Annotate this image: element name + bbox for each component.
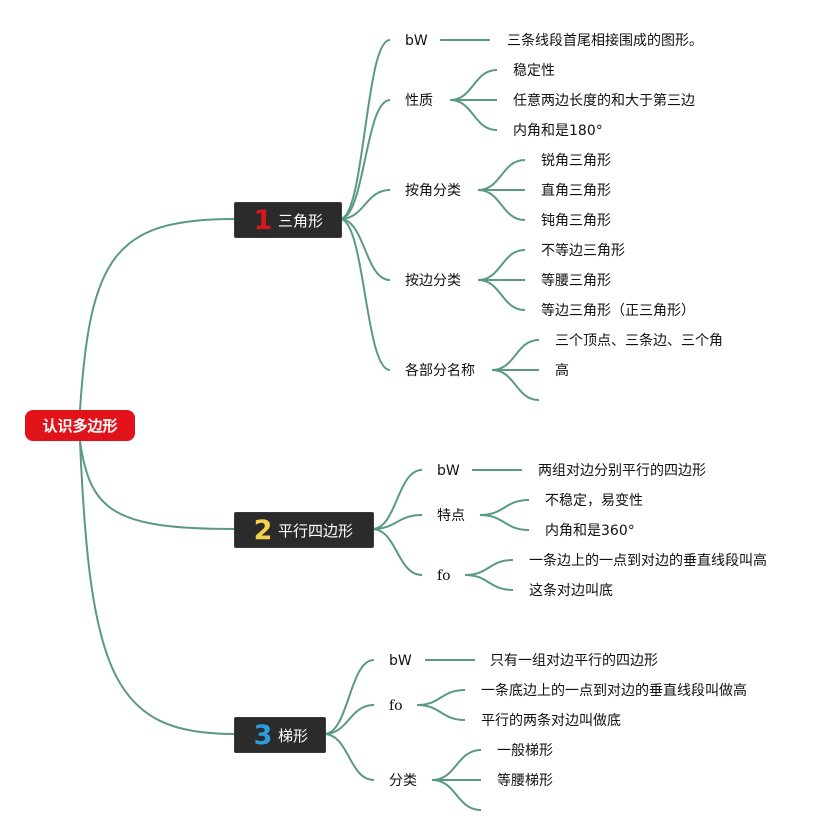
connector: [339, 218, 391, 371]
connector: [479, 514, 530, 531]
sub-label[interactable]: fo: [389, 698, 403, 714]
branch-node-triangle[interactable]: 1 三角形: [234, 202, 342, 238]
sub-label[interactable]: 按角分类: [405, 183, 461, 199]
branch-node-parallelogram[interactable]: 2 平行四边形: [234, 512, 374, 548]
sub-label[interactable]: bW: [437, 463, 460, 479]
connector: [477, 189, 526, 221]
leaf-item[interactable]: 锐角三角形: [541, 153, 611, 169]
leaf-item[interactable]: 三条线段首尾相接围成的图形。: [507, 33, 703, 49]
connector: [416, 689, 466, 706]
branch-title: 梯形: [278, 726, 309, 745]
number-badge: 2: [253, 514, 273, 546]
connector: [323, 704, 375, 735]
leaf-item[interactable]: 不稳定，易变性: [545, 493, 643, 509]
connector: [477, 279, 526, 311]
leaf-item[interactable]: 任意两边长度的和大于第三边: [513, 93, 695, 109]
leaf-item[interactable]: 内角和是360°: [545, 523, 635, 539]
leaf-item[interactable]: 等腰三角形: [541, 273, 611, 289]
leaf-item[interactable]: 一条边上的一点到对边的垂直线段叫高: [529, 553, 767, 569]
sub-label[interactable]: 按边分类: [405, 273, 461, 289]
connector: [339, 99, 391, 220]
sub-label[interactable]: fo: [437, 568, 451, 584]
connector: [464, 574, 514, 591]
connector: [449, 99, 498, 131]
leaf-item[interactable]: 不等边三角形: [541, 243, 625, 259]
connector: [371, 514, 423, 530]
leaf-item[interactable]: 一般梯形: [497, 743, 553, 759]
connector: [371, 469, 423, 530]
branch-title: 平行四边形: [278, 521, 354, 540]
connector: [371, 528, 423, 576]
leaf-item[interactable]: 稳定性: [513, 63, 555, 79]
connector: [479, 499, 530, 516]
connector: [416, 704, 466, 721]
connector: [339, 189, 391, 220]
leaf-item[interactable]: 平行的两条对边叫做底: [481, 713, 621, 729]
leaf-item[interactable]: 直角三角形: [541, 183, 611, 199]
leaf-item[interactable]: 等腰梯形: [497, 773, 553, 789]
connector: [491, 339, 540, 371]
sub-label[interactable]: bW: [405, 33, 428, 49]
leaf-item[interactable]: 三个顶点、三条边、三个角: [555, 333, 723, 349]
connector: [323, 733, 375, 781]
connector: [449, 69, 498, 101]
leaf-item[interactable]: 一条底边上的一点到对边的垂直线段叫做高: [481, 683, 747, 699]
leaf-item[interactable]: 只有一组对边平行的四边形: [490, 653, 658, 669]
connector: [79, 440, 235, 530]
branch-node-trapezoid[interactable]: 3 梯形: [234, 717, 326, 753]
connector: [79, 440, 235, 735]
sub-label[interactable]: 分类: [389, 773, 417, 789]
number-badge: 3: [253, 719, 273, 751]
connector: [79, 218, 235, 411]
sub-label[interactable]: bW: [389, 653, 412, 669]
number-badge: 1: [253, 204, 273, 236]
connector: [431, 779, 482, 811]
connector: [477, 159, 526, 191]
leaf-item[interactable]: 高: [555, 363, 569, 379]
root-node[interactable]: 认识多边形: [25, 410, 135, 441]
sub-label[interactable]: 特点: [437, 508, 465, 524]
connector: [323, 659, 375, 735]
connector: [339, 218, 391, 281]
branch-title: 三角形: [278, 211, 324, 230]
leaf-item[interactable]: 这条对边叫底: [529, 583, 613, 599]
leaf-item[interactable]: 内角和是180°: [513, 123, 603, 139]
connector: [477, 249, 526, 281]
connector: [491, 369, 540, 401]
leaf-item[interactable]: 两组对边分别平行的四边形: [538, 463, 706, 479]
sub-label[interactable]: 各部分名称: [405, 363, 475, 379]
sub-label[interactable]: 性质: [405, 93, 433, 109]
connector: [431, 749, 482, 781]
leaf-item[interactable]: 等边三角形（正三角形）: [541, 303, 695, 319]
leaf-item[interactable]: 钝角三角形: [541, 213, 611, 229]
connector: [339, 39, 391, 220]
connector: [464, 559, 514, 576]
